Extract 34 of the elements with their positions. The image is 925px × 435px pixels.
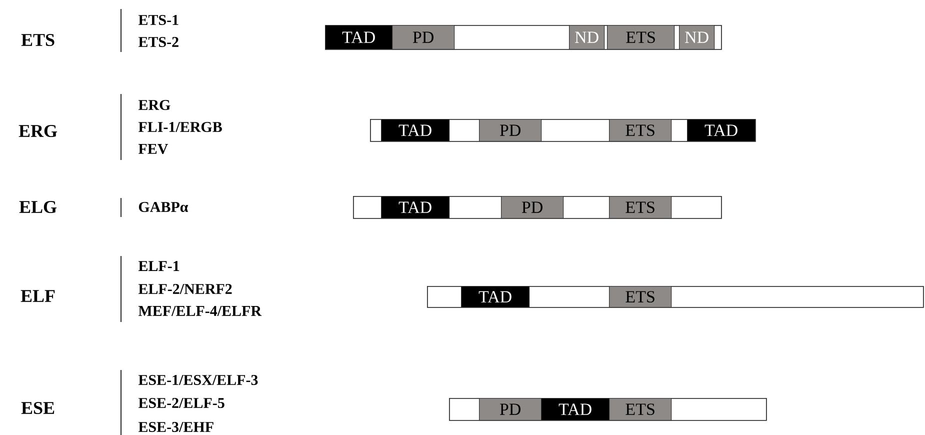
domain-box: ETS: [607, 25, 675, 50]
domain-box: ETS: [609, 398, 672, 421]
member-name: ESE-2/ELF-5: [138, 398, 224, 408]
family-name: ETS: [21, 34, 54, 46]
domain-box: PD: [479, 398, 542, 421]
member-name: FLI-1/ERGB: [138, 122, 222, 132]
member-name: ETS-1: [138, 14, 178, 26]
domain-box: TAD: [381, 119, 450, 142]
member-name: FEV: [138, 144, 168, 154]
member-name: ESE-1/ESX/ELF-3: [138, 374, 258, 386]
domain-box: TAD: [687, 119, 756, 142]
member-name: ESE-3/EHF: [138, 422, 214, 432]
domain-box: TAD: [325, 25, 393, 50]
domain-box: PD: [501, 196, 564, 219]
domain-box: TAD: [541, 398, 610, 421]
member-name: MEF/ELF-4/ELFR: [138, 306, 262, 316]
member-name: GABPα: [138, 202, 188, 212]
domain-box: ND: [569, 25, 605, 50]
domain-box: TAD: [461, 286, 530, 308]
domain-box: ND: [679, 25, 715, 50]
domain-box: ETS: [609, 119, 672, 142]
family-name: ERG: [18, 124, 58, 138]
member-name: ERG: [138, 100, 170, 110]
member-name: ETS-2: [138, 36, 178, 48]
member-name: ELF-2/NERF2: [138, 284, 232, 294]
domain-box: PD: [479, 119, 542, 142]
domain-box: TAD: [381, 196, 450, 219]
family-name: ELG: [19, 200, 57, 214]
member-name: ELF-1: [138, 261, 180, 271]
domain-box: ETS: [609, 196, 672, 219]
domain-box: ETS: [609, 286, 672, 308]
family-name: ELF: [20, 290, 55, 302]
family-name: ESE: [21, 402, 54, 414]
domain-box: PD: [392, 25, 455, 50]
